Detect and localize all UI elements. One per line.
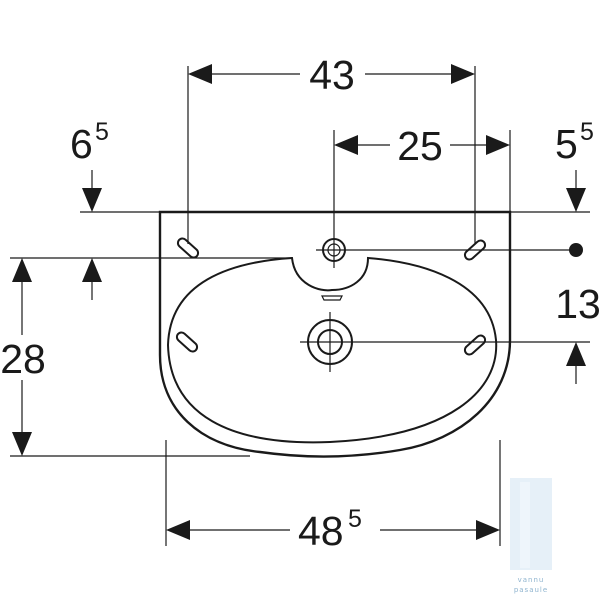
basin-overflow-slot [321, 295, 343, 301]
dimension-overall-width: 48 5 [166, 505, 500, 554]
watermark: vannu pasaule [510, 478, 552, 594]
dimension-label-6: 6 [70, 121, 93, 167]
watermark-glass-highlight [520, 482, 530, 568]
dimension-label-5-superscript: 5 [580, 118, 594, 146]
mounting-slots [175, 237, 487, 356]
basin-outline [158, 210, 512, 458]
tap-axis-marker [569, 243, 583, 257]
drain [300, 312, 360, 372]
mounting-slot-top-right [463, 239, 487, 261]
mounting-slot-bottom-left [175, 331, 199, 353]
mounting-slot-bottom-right [463, 334, 487, 356]
basin-outer-outline [158, 210, 512, 458]
watermark-line1: vannu [518, 576, 545, 584]
dimension-drain-offset: 13 [555, 281, 600, 384]
dimension-label-6-superscript: 5 [95, 118, 109, 146]
dimension-label-48: 48 [298, 508, 344, 554]
dimension-top-width: 43 [188, 52, 475, 98]
watermark-line2: pasaule [514, 586, 548, 594]
dimension-label-5: 5 [555, 121, 578, 167]
tap-hole [316, 232, 352, 268]
basin-bowl-rim [166, 256, 498, 444]
extension-lines [10, 66, 590, 546]
mounting-slot-top-left [176, 237, 200, 259]
dimension-label-48-superscript: 5 [348, 505, 362, 533]
dimension-label-28: 28 [0, 336, 46, 382]
dimension-label-13: 13 [555, 281, 600, 327]
dimension-right-margin: 5 5 [555, 118, 594, 257]
dimension-label-25: 25 [397, 123, 443, 169]
dimension-label-43: 43 [309, 52, 355, 98]
dimension-tap-offset: 25 [334, 123, 510, 169]
dimension-left-margin: 6 5 [70, 118, 109, 300]
dimension-depth: 28 [0, 258, 46, 456]
watermark-glass [510, 478, 552, 570]
